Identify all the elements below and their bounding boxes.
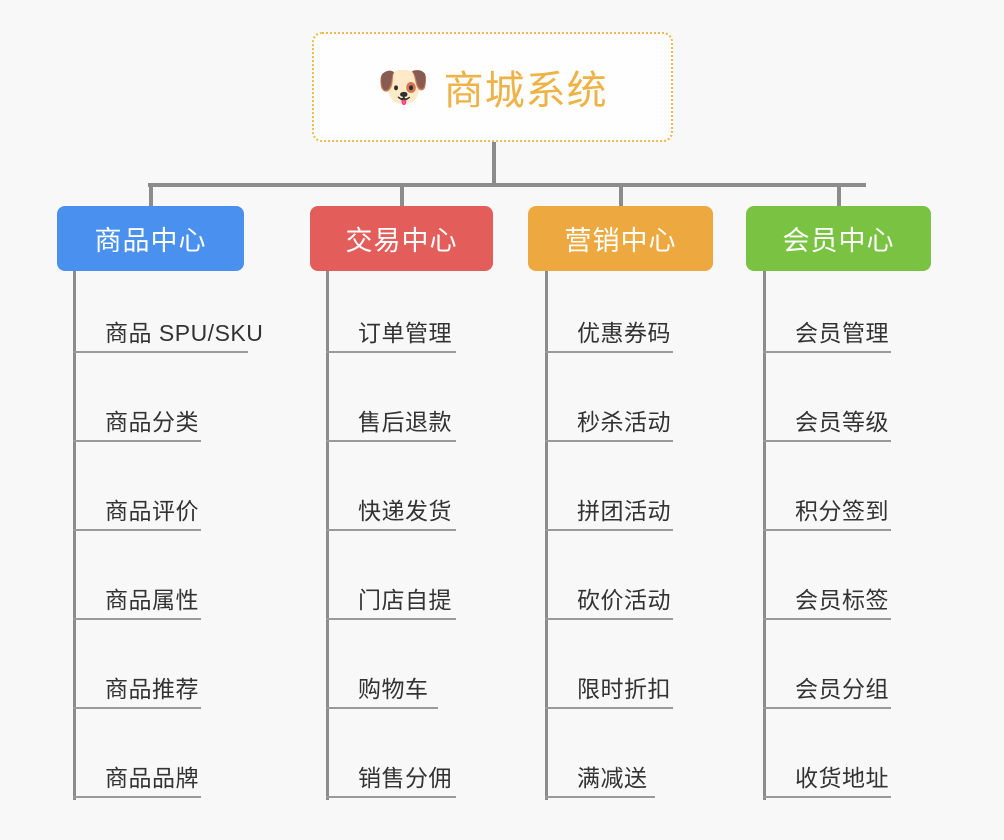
leaf-item-label: 砍价活动 [577, 587, 671, 613]
leaf-item-underline [73, 351, 248, 353]
leaf-item-underline [545, 440, 673, 442]
category-trunk-line-3 [545, 271, 548, 800]
category-drop-line-2 [399, 183, 404, 208]
leaf-item-label: 优惠券码 [577, 320, 671, 346]
leaf-item-underline [326, 707, 438, 709]
leaf-item-label: 限时折扣 [577, 676, 671, 702]
leaf-item-underline [545, 707, 673, 709]
leaf-item-label: 会员等级 [795, 409, 889, 435]
category-header-1[interactable]: 商品中心 [57, 206, 244, 271]
leaf-item-label: 商品属性 [105, 587, 199, 613]
leaf-item-underline [763, 351, 891, 353]
leaf-item-underline [326, 529, 456, 531]
leaf-item-underline [73, 707, 201, 709]
leaf-item-label: 销售分佣 [358, 765, 452, 791]
leaf-item-underline [326, 440, 456, 442]
leaf-item-underline [545, 796, 655, 798]
leaf-item-underline [326, 796, 456, 798]
leaf-item-underline [73, 796, 201, 798]
root-title: 商城系统 [443, 69, 608, 113]
leaf-item-label: 门店自提 [358, 587, 452, 613]
leaf-item-underline [763, 707, 891, 709]
branch-bus-line [148, 183, 866, 187]
leaf-item-underline [73, 618, 201, 620]
shiba-dog-face-icon: 🐶 [377, 63, 430, 110]
root-node[interactable]: 🐶 商城系统 [312, 32, 673, 142]
leaf-item-label: 订单管理 [358, 320, 452, 346]
category-header-label: 会员中心 [782, 226, 895, 256]
category-header-4[interactable]: 会员中心 [746, 206, 931, 271]
category-header-3[interactable]: 营销中心 [528, 206, 713, 271]
category-header-label: 营销中心 [564, 226, 677, 256]
leaf-item-label: 商品 SPU/SKU [105, 320, 264, 346]
leaf-item-label: 会员分组 [795, 676, 889, 702]
leaf-item-label: 商品分类 [105, 409, 199, 435]
leaf-item-label: 售后退款 [358, 409, 452, 435]
leaf-item-underline [763, 529, 891, 531]
leaf-item-label: 秒杀活动 [577, 409, 671, 435]
root-stem-line [492, 142, 496, 186]
leaf-item-underline [326, 351, 456, 353]
leaf-item-label: 商品推荐 [105, 676, 199, 702]
category-header-2[interactable]: 交易中心 [310, 206, 493, 271]
leaf-item-label: 拼团活动 [577, 498, 671, 524]
leaf-item-underline [763, 440, 891, 442]
leaf-item-label: 会员管理 [795, 320, 889, 346]
leaf-item-underline [326, 618, 456, 620]
leaf-item-underline [545, 529, 673, 531]
leaf-item-label: 收货地址 [795, 765, 889, 791]
leaf-item-label: 购物车 [358, 676, 429, 702]
leaf-item-underline [73, 529, 201, 531]
category-drop-line-4 [836, 183, 841, 208]
category-drop-line-3 [618, 183, 623, 208]
leaf-item-underline [545, 618, 673, 620]
category-trunk-line-2 [326, 271, 329, 800]
leaf-item-label: 会员标签 [795, 587, 889, 613]
leaf-item-label: 商品评价 [105, 498, 199, 524]
leaf-item-label: 快递发货 [358, 498, 452, 524]
leaf-item-underline [73, 440, 201, 442]
category-header-label: 交易中心 [345, 226, 458, 256]
category-trunk-line-1 [73, 271, 76, 800]
leaf-item-label: 商品品牌 [105, 765, 199, 791]
leaf-item-label: 积分签到 [795, 498, 889, 524]
category-drop-line-1 [148, 183, 153, 208]
category-trunk-line-4 [763, 271, 766, 800]
leaf-item-underline [763, 618, 891, 620]
leaf-item-underline [545, 351, 673, 353]
leaf-item-label: 满减送 [577, 765, 648, 791]
leaf-item-underline [763, 796, 891, 798]
category-header-label: 商品中心 [94, 226, 207, 256]
